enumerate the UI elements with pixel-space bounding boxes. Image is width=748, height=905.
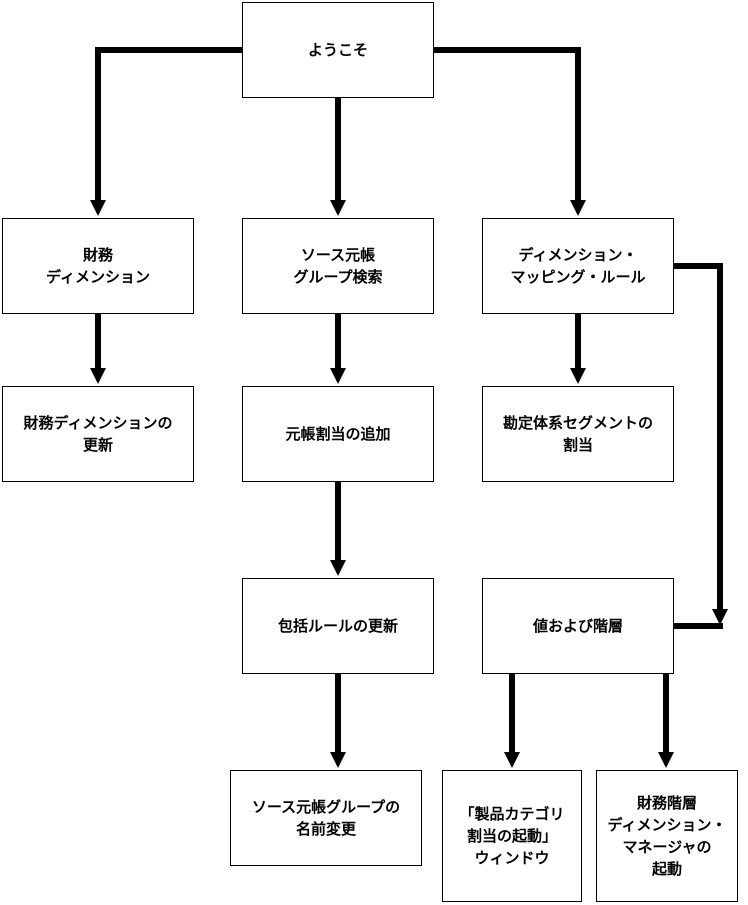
node-source-ledger-group-search[interactable]: ソース元帳 グループ検索	[242, 218, 434, 314]
arrowhead-icon	[330, 200, 346, 216]
edge-dimension-mapping-rule-to-assign-account-segment	[570, 314, 586, 384]
edge-line	[674, 263, 723, 616]
node-rename-source-ledger-group[interactable]: ソース元帳グループの 名前変更	[230, 770, 422, 866]
node-update-inclusive-rule[interactable]: 包括ルールの更新	[242, 578, 434, 674]
arrowhead-icon	[330, 752, 346, 768]
node-update-financial-dimension[interactable]: 財務ディメンションの 更新	[2, 386, 194, 482]
edge-dimension-mapping-rule-to-values-and-hierarchies	[674, 263, 728, 625]
arrowhead-icon	[330, 368, 346, 384]
arrowhead-icon	[90, 368, 106, 384]
node-assign-account-segment[interactable]: 勘定体系セグメントの 割当	[482, 386, 674, 482]
edge-line	[95, 47, 242, 207]
edge-welcome-to-dimension-mapping-rule	[434, 47, 586, 216]
edge-source-ledger-group-search-to-add-ledger-assignment	[330, 314, 346, 384]
edge-welcome-to-financial-dimension	[90, 47, 242, 216]
arrowhead-icon	[712, 609, 728, 625]
edge-values-and-hierarchies-to-launch-product-category-window	[504, 674, 520, 768]
node-add-ledger-assignment[interactable]: 元帳割当の追加	[242, 386, 434, 482]
node-values-and-hierarchies[interactable]: 値および階層	[482, 578, 674, 674]
edge-welcome-to-source-ledger-group-search	[330, 98, 346, 216]
node-launch-product-category-window[interactable]: 「製品カテゴリ 割当の起動」 ウィンドウ	[442, 770, 582, 902]
edge-add-ledger-assignment-to-update-inclusive-rule	[330, 482, 346, 576]
arrowhead-icon	[90, 200, 106, 216]
arrowhead-icon	[570, 200, 586, 216]
edge-financial-dimension-to-update-financial-dimension	[90, 314, 106, 384]
node-financial-dimension[interactable]: 財務 ディメンション	[2, 218, 194, 314]
node-dimension-mapping-rule[interactable]: ディメンション・ マッピング・ルール	[482, 218, 674, 314]
arrowhead-icon	[330, 560, 346, 576]
arrowhead-icon	[570, 368, 586, 384]
node-welcome[interactable]: ようこそ	[242, 2, 434, 98]
edge-line	[434, 47, 581, 207]
arrowhead-icon	[658, 752, 674, 768]
arrowhead-icon	[504, 752, 520, 768]
edge-update-inclusive-rule-to-rename-source-ledger-group	[330, 674, 346, 768]
node-launch-financial-hierarchy-manager[interactable]: 財務階層 ディメンション・ マネージャの 起動	[596, 770, 738, 902]
edge-values-and-hierarchies-to-launch-financial-hierarchy-manager	[658, 674, 674, 768]
